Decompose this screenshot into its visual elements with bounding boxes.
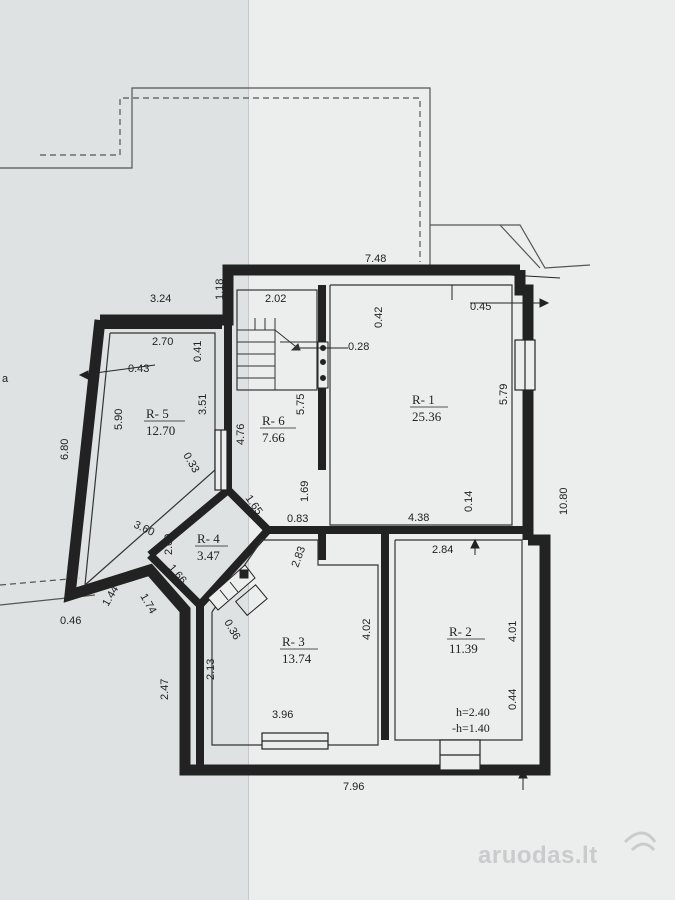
dim-r5-offset: 0.43 [128,363,149,375]
vent-blocks [207,341,329,617]
dim-r2-right: 4.01 [507,621,519,642]
room-r1-area: 25.36 [412,409,442,424]
watermark-text: aruodas.lt [478,842,598,869]
dim-r3-diag: 2.83 [290,545,309,569]
room-r3-name: R- 3 [282,634,305,649]
dim-right-total: 10.80 [558,487,570,515]
room-r4-name: R- 4 [197,531,220,546]
ceiling-height: h=2.40 [456,705,490,719]
dim-r4-left: 2.09 [163,534,175,555]
dim-bottom-left-b: 1.74 [137,592,158,617]
dim-r3-left: 2.13 [205,659,217,680]
dim-bottom-total: 7.96 [343,781,364,793]
dimension-arrows [78,274,561,790]
room-r2-name: R- 2 [449,624,472,639]
dim-r5-bottom-diag: 3.60 [132,519,156,539]
room-r5-name: R- 5 [146,406,169,421]
interior-walls [100,285,530,765]
room-r4-area: 3.47 [197,548,220,563]
dim-r6-low: 1.69 [299,481,311,502]
edge-letter: a [2,373,9,385]
dim-left-total: 6.80 [59,439,71,460]
dim-top-total: 7.48 [365,253,386,265]
watermark-logo-icon [623,831,657,852]
dim-bottom-left-c: 0.46 [60,615,81,627]
dim-r5-diag: 0.33 [180,451,201,476]
dim-r5-small: 0.41 [192,341,204,362]
dim-r3-bottom: 3.96 [272,709,293,721]
dim-r1-gap: 0.14 [463,491,475,512]
room-r6-name: R- 6 [262,413,285,428]
dim-stair-width: 2.02 [265,293,286,305]
lowered-height: -h=1.40 [452,721,490,735]
dim-r1-right: 5.79 [498,384,510,405]
dim-left-top: 3.24 [150,293,171,305]
staircase [237,318,318,390]
dim-left-stub: 1.18 [214,279,226,300]
dim-r1-top-inner: 0.42 [373,307,385,328]
paper-left-sheet [0,0,250,900]
windows [214,339,536,771]
room-r2-area: 11.39 [449,641,478,656]
dim-r1-bottom: 4.38 [408,512,429,524]
room-r1-name: R- 1 [412,392,435,407]
dim-r5-top: 2.70 [152,336,173,348]
room-r6-area: 7.66 [262,430,285,445]
room-r5-area: 12.70 [146,423,175,438]
dim-r6-left: 4.76 [235,424,247,445]
dim-r1-right-top: 0.45 [470,301,491,313]
dim-r2-top: 2.84 [432,544,453,556]
dim-left-low: 2.47 [159,679,171,700]
outer-walls [63,264,551,776]
dim-stair-gap: 0.28 [348,341,369,353]
room-r3-area: 13.74 [282,651,312,666]
paper-fold-line [248,0,249,900]
dim-r6-right: 5.75 [295,394,307,415]
dim-r5-left: 5.90 [113,409,125,430]
room-labels: R- 1 25.36 R- 2 11.39 R- 3 13.74 R- 4 3.… [144,392,490,735]
dim-r2-sill: 0.44 [507,689,519,710]
dim-r5-right: 3.51 [197,394,209,415]
dim-r3-diag2: 0.36 [221,618,242,643]
upper-outline [0,87,591,606]
dim-r3-right: 4.02 [361,619,373,640]
dim-r6-bottom: 0.83 [287,513,308,525]
